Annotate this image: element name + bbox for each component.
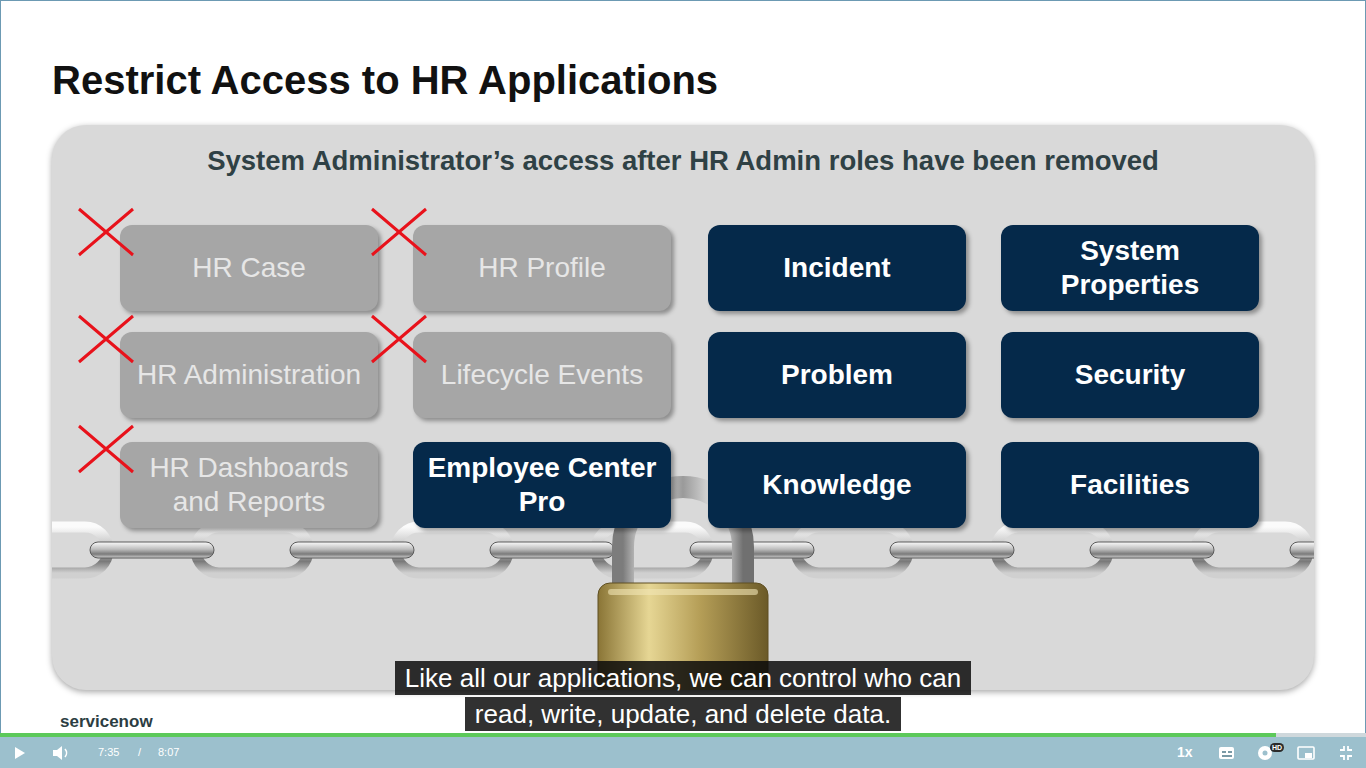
denied-cross <box>372 316 426 362</box>
app-name: Facilities <box>1070 468 1190 502</box>
panel-heading: System Administrator’s access after HR A… <box>52 144 1314 177</box>
progress-track <box>0 733 1366 737</box>
denied-cross <box>372 209 426 255</box>
volume-icon <box>53 746 67 760</box>
subtitle-box: Like all our applications, we can contro… <box>373 660 993 732</box>
app-box: Knowledge <box>708 442 966 528</box>
app-name: HR Administration <box>137 358 361 392</box>
app-name: Security <box>1075 358 1186 392</box>
denied-cross <box>79 209 133 255</box>
captions-icon <box>1219 747 1234 759</box>
denied-cross <box>79 426 133 472</box>
hd-badge: HD <box>1270 743 1284 752</box>
app-box: Facilities <box>1001 442 1259 528</box>
denied-cross <box>79 316 133 362</box>
app-box: Incident <box>708 225 966 311</box>
exit-fullscreen-icon <box>1340 746 1352 760</box>
app-name: System Properties <box>1011 234 1249 301</box>
removed-app-box: HR Dashboards and Reports <box>120 442 378 528</box>
app-name: Knowledge <box>762 468 911 502</box>
playback-speed: 1x <box>1177 744 1193 760</box>
app-name: Lifecycle Events <box>441 358 643 392</box>
app-name: HR Case <box>192 251 306 285</box>
app-box: Security <box>1001 332 1259 418</box>
removed-app-box: HR Profile <box>413 225 671 311</box>
removed-app-box: Lifecycle Events <box>413 332 671 418</box>
video-subtitle: Like all our applications, we can contro… <box>395 661 971 731</box>
time-separator: / <box>138 746 141 758</box>
app-box: System Properties <box>1001 225 1259 311</box>
control-bar <box>0 733 1366 768</box>
picture-in-picture-icon <box>1298 747 1314 759</box>
app-name: HR Dashboards and Reports <box>130 451 368 518</box>
app-name: Incident <box>783 251 890 285</box>
app-box: Problem <box>708 332 966 418</box>
slide-frame <box>1 1 1366 735</box>
progress-played <box>0 733 1276 737</box>
app-box: Employee Center Pro <box>413 442 671 528</box>
removed-app-box: HR Case <box>120 225 378 311</box>
app-name: Problem <box>781 358 893 392</box>
total-time: 8:07 <box>158 746 179 758</box>
access-panel: System Administrator’s access after HR A… <box>52 125 1314 690</box>
slide-title: Restrict Access to HR Applications <box>52 56 718 104</box>
app-name: Employee Center Pro <box>423 451 661 518</box>
removed-app-box: HR Administration <box>120 332 378 418</box>
app-name: HR Profile <box>478 251 606 285</box>
chain <box>52 527 1314 573</box>
elapsed-time: 7:35 <box>98 746 119 758</box>
brand-logo: servicenow <box>60 712 153 732</box>
play-icon <box>15 747 25 759</box>
